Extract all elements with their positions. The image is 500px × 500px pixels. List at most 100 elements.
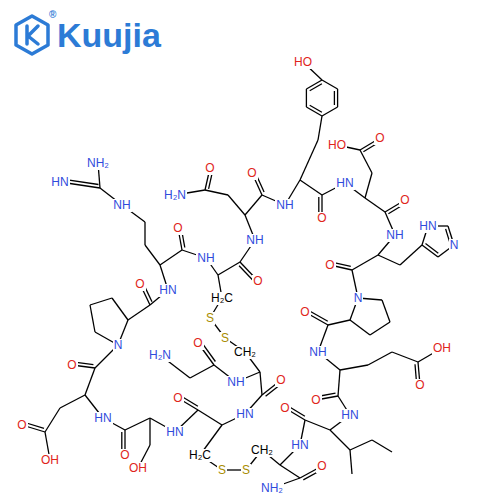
atom-label: O bbox=[172, 392, 183, 405]
atom-label: S bbox=[205, 312, 215, 325]
atom-label: O bbox=[299, 306, 310, 319]
bond-line bbox=[190, 365, 214, 378]
atom-label: H₂C bbox=[210, 292, 234, 305]
atom-label: N bbox=[113, 339, 124, 352]
atom-label: O bbox=[310, 394, 321, 407]
atom-label: O bbox=[252, 275, 263, 288]
atom-label: H₂N bbox=[148, 349, 172, 362]
bond-line bbox=[350, 320, 370, 335]
atom-label: NH bbox=[226, 376, 245, 389]
bond-line bbox=[426, 244, 439, 254]
bond-line bbox=[360, 150, 372, 173]
atom-label: HN bbox=[158, 284, 177, 297]
atom-label: N bbox=[449, 239, 460, 252]
bond-line bbox=[334, 91, 335, 105]
bond-line bbox=[25, 423, 44, 429]
atom-label: O bbox=[204, 162, 215, 175]
atom-label: O bbox=[119, 449, 130, 462]
bond-line bbox=[368, 352, 392, 365]
bond-line bbox=[340, 365, 368, 370]
atom-label: O bbox=[16, 419, 27, 432]
atom-label: NH bbox=[308, 346, 327, 359]
atom-label: HO bbox=[327, 139, 347, 152]
trademark-mark: ® bbox=[49, 9, 56, 20]
atom-label: O bbox=[66, 359, 77, 372]
atom-label: H₂N bbox=[163, 189, 187, 202]
bond-line bbox=[372, 440, 392, 452]
atom-label: O bbox=[399, 194, 410, 207]
bond-line bbox=[300, 140, 318, 180]
bond-line bbox=[245, 195, 262, 215]
atom-label: O bbox=[275, 374, 286, 387]
bond-line bbox=[392, 352, 418, 362]
bond-line bbox=[352, 255, 378, 270]
bond-line bbox=[60, 395, 85, 408]
atom-label: CH₂ bbox=[233, 346, 257, 359]
atom-label: HN bbox=[165, 426, 184, 439]
bond-line bbox=[181, 396, 198, 406]
bond-line bbox=[365, 198, 385, 212]
bond-line bbox=[365, 173, 372, 198]
bond-line bbox=[228, 195, 245, 215]
bond-line bbox=[149, 418, 150, 445]
bond-line bbox=[280, 465, 300, 478]
atom-label: HN bbox=[335, 177, 354, 190]
atom-label: N bbox=[353, 292, 364, 305]
bond-line bbox=[308, 310, 328, 321]
bond-line bbox=[45, 408, 60, 432]
atom-label: S bbox=[241, 464, 251, 477]
atom-label: O bbox=[316, 212, 327, 225]
bond-line bbox=[144, 222, 145, 245]
atom-label: NH bbox=[112, 199, 131, 212]
bond-line bbox=[400, 245, 422, 265]
bond-line bbox=[288, 406, 305, 416]
atom-label: O bbox=[414, 379, 425, 392]
atom-label: OH bbox=[128, 462, 148, 475]
bond-line bbox=[300, 180, 322, 195]
bond-line bbox=[260, 372, 262, 395]
brand-name: Kuujia bbox=[57, 16, 161, 55]
bond-line bbox=[322, 107, 338, 116]
bond-line bbox=[330, 430, 350, 450]
bond-line bbox=[145, 245, 160, 265]
bond-line bbox=[218, 262, 240, 275]
atom-label: HN bbox=[93, 412, 112, 425]
bond-line bbox=[160, 250, 182, 265]
bond-line bbox=[310, 84, 322, 91]
atom-label: O bbox=[134, 278, 145, 291]
bond-line bbox=[350, 440, 372, 450]
bond-line bbox=[382, 300, 390, 322]
bond-line bbox=[198, 410, 222, 425]
bond-line bbox=[350, 450, 352, 474]
bond-line bbox=[90, 305, 95, 332]
atom-label: HN bbox=[235, 408, 254, 421]
bond-line bbox=[310, 105, 322, 112]
bond-line bbox=[306, 89, 307, 107]
bond-line bbox=[305, 420, 330, 430]
bond-line bbox=[202, 343, 216, 362]
atom-label: O bbox=[324, 259, 335, 272]
bond-line bbox=[370, 322, 390, 335]
atom-label: NH₂ bbox=[260, 482, 284, 495]
atom-label: CH₂ bbox=[250, 444, 274, 457]
atom-label: OH bbox=[432, 342, 452, 355]
atom-label: NH bbox=[275, 199, 294, 212]
bond-line bbox=[338, 370, 340, 396]
atom-label: O bbox=[374, 132, 385, 145]
bond-line bbox=[337, 89, 338, 107]
bond-line bbox=[322, 80, 338, 89]
bond-line bbox=[328, 320, 350, 325]
atom-label: O bbox=[316, 460, 327, 473]
bond-line bbox=[112, 298, 128, 320]
atom-label: NH bbox=[196, 252, 215, 265]
bond-line bbox=[85, 368, 95, 395]
atom-label: HN bbox=[290, 439, 309, 452]
atom-label: HN bbox=[50, 176, 69, 189]
atom-label: H₂C bbox=[188, 449, 212, 462]
bond-line bbox=[90, 298, 112, 305]
atom-label: HN bbox=[418, 220, 437, 233]
atom-label: HN bbox=[340, 409, 359, 422]
